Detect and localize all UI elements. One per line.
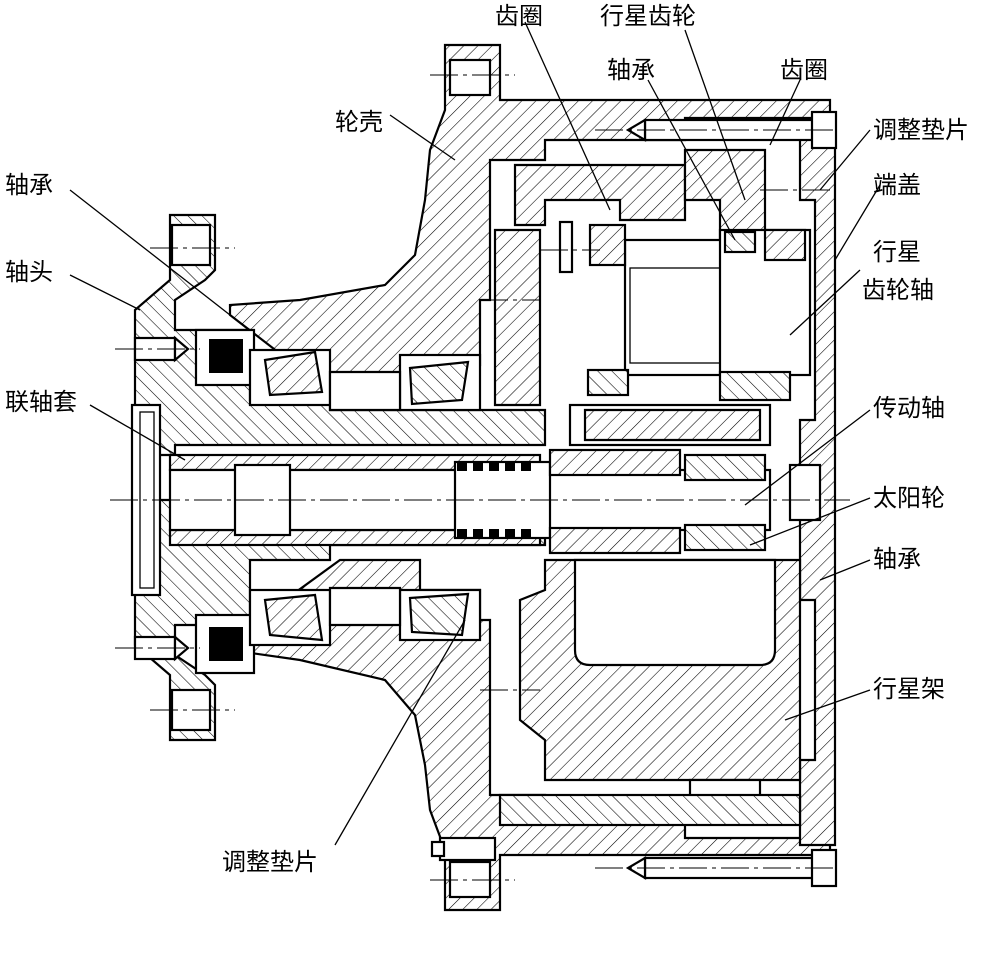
label-bearing-top: 轴承 (607, 56, 655, 84)
label-sun-gear: 太阳轮 (873, 484, 945, 512)
tapered-bearing-outer-top (398, 353, 482, 412)
ring-gear (683, 148, 767, 242)
planet-bearing-lower-right (718, 370, 792, 402)
label-shaft-head: 轴头 (5, 258, 53, 286)
label-planet-gear-shaft-line2: 齿轮轴 (862, 276, 934, 304)
tapered-bearing-inner-bottom (248, 588, 332, 647)
label-bearing-left: 轴承 (5, 171, 53, 199)
label-planet-carrier: 行星架 (873, 675, 945, 703)
bearing-spacer-top (328, 370, 402, 412)
planet-carrier-pocket (573, 558, 777, 667)
planet-bearing-top (723, 230, 757, 254)
housing-flange-bolt-hole-top (448, 58, 492, 97)
planet-bearing-lower-left (586, 368, 630, 397)
tapered-bearing-outer-bottom (398, 588, 482, 642)
ring-gear-hub-left (493, 228, 542, 407)
planet-bearing-upper-left (588, 223, 627, 267)
small-pin (558, 220, 574, 274)
leader-lines (69, 21, 881, 846)
label-drive-shaft: 传动轴 (873, 394, 945, 422)
label-ring-gear-right: 齿圈 (780, 56, 828, 84)
center-lines (110, 74, 850, 881)
sun-gear-teeth-bottom (683, 523, 767, 552)
shim-bottom-screw (430, 836, 497, 862)
label-ring-gear-top: 齿圈 (495, 2, 543, 30)
sun-gear-top (548, 448, 682, 477)
label-shim-bottom: 调整垫片 (222, 848, 318, 876)
bearing-spacer-bottom (328, 586, 402, 627)
label-shim-top: 调整垫片 (873, 116, 969, 144)
label-bearing-right: 轴承 (873, 545, 921, 573)
tapered-bearing-inner-top (248, 348, 332, 407)
planet-gear (623, 238, 727, 377)
bottom-ring (498, 793, 802, 827)
sun-gear-bottom (548, 526, 682, 555)
label-planet-gear-shaft-line1: 行星 (873, 238, 921, 266)
shaft-head-bolt-bottom (133, 634, 190, 662)
end-shim-top (763, 228, 807, 262)
shaft-head-bolt-hole-top (170, 223, 212, 267)
label-end-cover: 端盖 (873, 171, 921, 199)
ring-gear-hub-top (513, 163, 687, 227)
sun-gear-teeth-top (683, 453, 767, 482)
label-wheel-housing: 轮壳 (335, 108, 383, 136)
label-coupling-sleeve: 联轴套 (5, 388, 77, 416)
end-cover-bolt (788, 463, 822, 522)
label-planet-gear: 行星齿轮 (600, 2, 696, 30)
spline-teeth (457, 461, 531, 539)
